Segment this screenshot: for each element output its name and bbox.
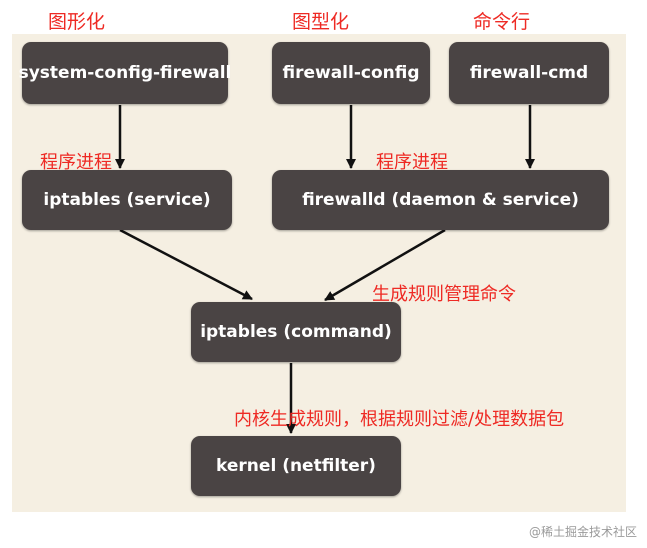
node-iptables-command: iptables (command) [191, 302, 401, 362]
label-command-line: 命令行 [473, 11, 531, 33]
label-kernel-note: 内核生成规则，根据规则过滤/处理数据包 [234, 409, 565, 430]
node-kernel-netfilter: kernel (netfilter) [191, 436, 401, 496]
label-graphical-left: 图形化 [48, 11, 106, 33]
label-graphical-right: 图型化 [292, 11, 350, 33]
label-process-left: 程序进程 [40, 152, 112, 173]
node-system-config-firewall: system-config-firewall [19, 42, 231, 104]
watermark: @稀土掘金技术社区 [528, 525, 637, 539]
node-firewalld-service: firewalld (daemon & service) [272, 170, 609, 230]
node-firewall-config: firewall-config [272, 42, 430, 104]
arrow-firewalld-to-command [324, 228, 446, 302]
label-process-right: 程序进程 [376, 152, 448, 173]
arrow-iptables-service-to-command [119, 228, 253, 301]
node-firewall-cmd: firewall-cmd [449, 42, 609, 104]
node-iptables-service: iptables (service) [22, 170, 232, 230]
diagram-background [12, 34, 626, 512]
label-generate-rules: 生成规则管理命令 [372, 284, 516, 305]
